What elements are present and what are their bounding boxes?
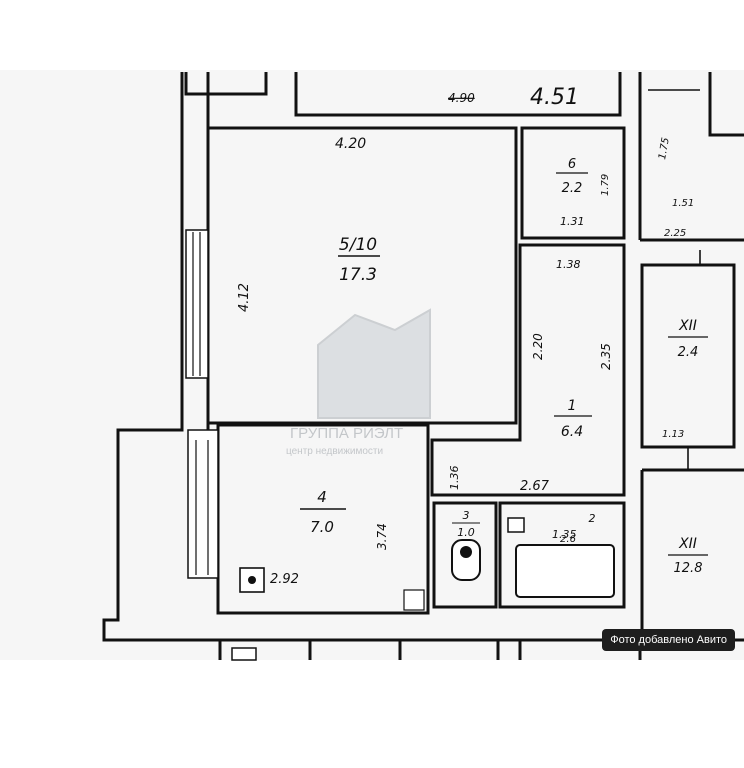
wc-area: 1.0 [457,526,475,539]
dim-kitchen-side: 3.74 [375,523,389,550]
dim-hall-width: 1.38 [556,258,581,271]
dim-kitchen-door: 1.36 [448,466,461,491]
pantry-area: 2.2 [562,181,583,196]
dim-pantry-bottom: 1.13 [662,429,684,440]
stair-b-number: XII [678,536,697,552]
wc-number: 3 [463,509,470,522]
dim-room-height: 4.12 [237,283,252,312]
living-area: 17.3 [339,265,377,285]
watermark: ГРУППА РИЭЛТ центр недвижимости [286,308,431,457]
watermark-line1: ГРУППА РИЭЛТ [290,425,403,442]
bath-room [498,501,626,609]
room-labels: 5/10 17.3 6 2.2 1 6.4 4 7.0 3 1.0 2 2.6 … [300,157,708,576]
dimension-labels: 4.90 4.51 4.20 4.12 1.31 1.38 2.20 2.35 … [237,85,694,587]
stair-b-area: 12.8 [674,561,703,576]
stair-room-lower [640,468,744,640]
pantry-number: 6 [568,157,576,172]
kitchen-room [187,423,430,615]
dim-hall-right: 2.35 [599,343,613,370]
dim-stove: 2.92 [270,572,299,587]
kitchen-number: 4 [317,488,327,506]
watermark-line2: центр недвижимости [286,446,383,457]
pantry-room [520,126,626,240]
dim-wc-width: 1.31 [560,215,585,228]
photo-source-badge: Фото добавлено Авито [602,629,735,651]
wc-room [432,501,498,609]
dim-pantry-side: 1.79 [600,174,611,196]
living-number: 5/10 [339,235,377,255]
stair-a-area: 2.4 [678,345,699,360]
stair-a-number: XII [678,318,697,334]
dim-top-right: 4.51 [530,85,579,110]
dim-room-width: 4.20 [335,136,366,152]
kitchen-area: 7.0 [310,518,334,536]
hall-room [430,243,626,497]
right-partial-rooms [640,89,744,242]
bath-number: 2 [589,512,596,525]
dim-top-left: 4.90 [448,91,475,105]
dim-corridor: 2.67 [520,479,550,494]
hall-area: 6.4 [561,424,583,440]
bath-area: 2.6 [560,534,576,545]
bottom-partial-rooms [218,640,642,661]
dim-hall-side: 2.20 [531,333,545,360]
dim-far-right-2: 1.51 [672,198,694,209]
dim-far-right-3: 2.25 [664,228,686,239]
living-room [185,126,518,425]
stair-room-upper [640,250,736,470]
dim-bath-side: 1.35 [552,528,577,541]
hall-number: 1 [568,398,577,414]
dim-far-right-1: 1.75 [657,137,672,161]
